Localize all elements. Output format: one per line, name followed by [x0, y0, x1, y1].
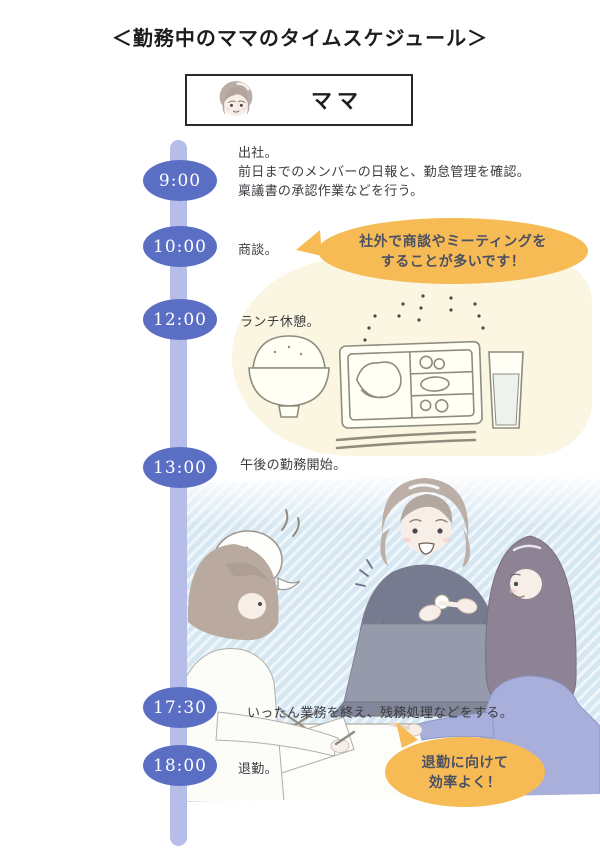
profile-card: ママ [185, 74, 413, 126]
coworker-left-figure [186, 544, 354, 802]
entry-1000-text: 商談。 [238, 242, 278, 257]
sparkle-icon [356, 560, 372, 586]
meeting-scene-illustration [186, 472, 600, 802]
entry-1730-text: いったん業務を終え、残務処理などをする。 [247, 705, 514, 720]
entry-900-text: 出社。 前日までのメンバーの日報と、勤怠管理を確認。 稟議書の承認作業などを行う… [238, 143, 530, 200]
time-badge-1300: 13:00 [143, 447, 217, 488]
time-badge-1200: 12:00 [143, 299, 217, 340]
chopsticks-icon [335, 430, 477, 450]
entry-900-line1: 出社。 [238, 145, 278, 160]
callout-meetings-tail [296, 230, 322, 256]
time-badge-900: 9:00 [143, 160, 217, 201]
profile-name: ママ [311, 90, 363, 113]
callout-efficiency-line1: 退勤に向けて [421, 754, 509, 770]
callout-efficiency-line2: 効率よく！ [428, 774, 502, 790]
callout-meetings-line1: 社外で商談やミーティングを [359, 233, 547, 249]
motion-dash-icon [376, 703, 387, 716]
meeting-scene-art [186, 472, 600, 802]
entry-1300-text: 午後の勤務開始。 [240, 457, 347, 472]
callout-meetings: 社外で商談やミーティングを することが多いです！ [318, 218, 588, 284]
water-glass-icon [488, 351, 524, 429]
callout-efficiency-tail [396, 722, 418, 748]
rice-bowl-icon [248, 335, 330, 418]
time-badge-1800: 18:00 [143, 745, 217, 786]
mom-face-icon [219, 81, 253, 117]
callout-meetings-line2: することが多いです！ [380, 253, 526, 269]
entry-1200-text: ランチ休憩。 [240, 314, 320, 329]
entry-900-line3: 稟議書の承認作業などを行う。 [238, 183, 424, 198]
page-title: ＜勤務中のママのタイムスケジュール＞ [111, 28, 489, 50]
time-badge-1730: 17:30 [143, 687, 217, 728]
bento-tray-icon [338, 340, 483, 429]
lunch-illustration [248, 294, 524, 450]
callout-efficiency: 退勤に向けて 効率よく！ [385, 737, 545, 807]
time-badge-1000: 10:00 [143, 226, 217, 267]
motion-arc-icon [282, 510, 287, 530]
steam-dots-icon [363, 294, 485, 342]
entry-900-line2: 前日までのメンバーの日報と、勤怠管理を確認。 [238, 164, 531, 179]
entry-1800-text: 退勤。 [238, 761, 278, 776]
